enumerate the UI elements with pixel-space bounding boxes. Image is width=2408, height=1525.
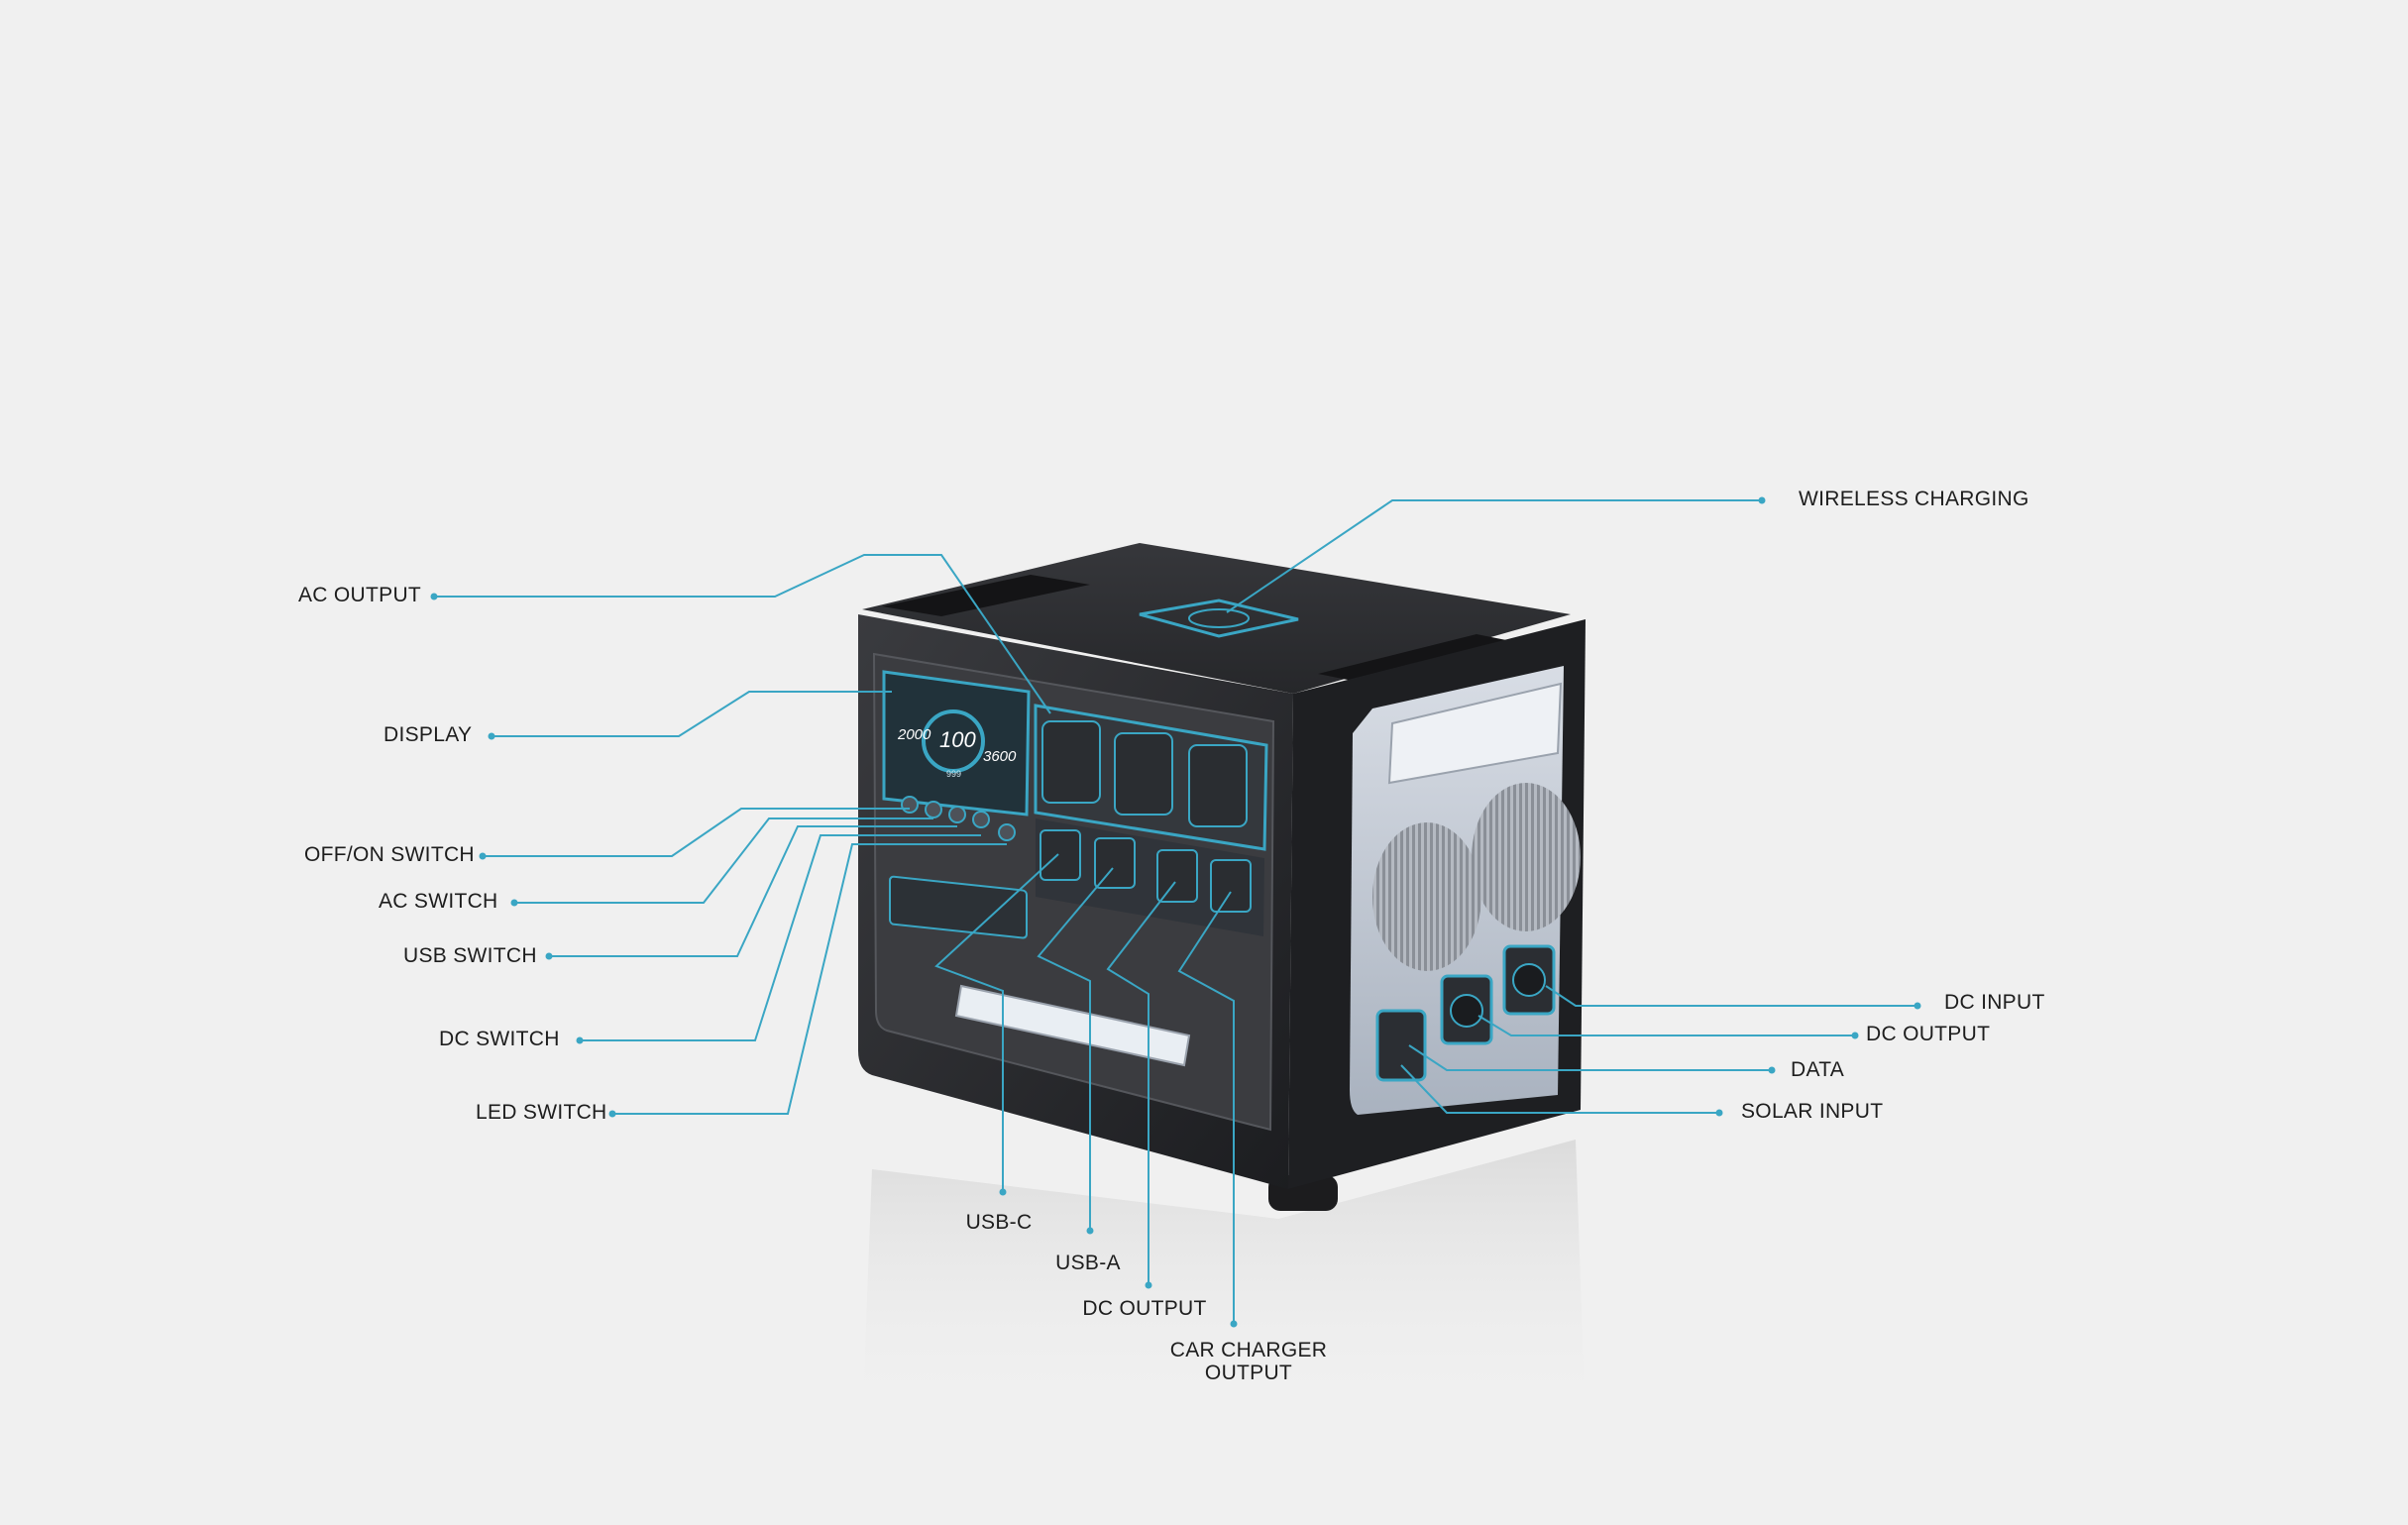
callout-dots	[430, 496, 1921, 1328]
label-ac-output: AC OUTPUT	[298, 584, 422, 606]
usb-switch[interactable]	[948, 806, 966, 823]
label-ac-switch: AC SWITCH	[379, 890, 498, 913]
car-charger-port	[1210, 859, 1252, 913]
power-station-device: 2000 100 3600 999	[858, 543, 1586, 1211]
label-dc-output-side: DC OUTPUT	[1866, 1023, 1991, 1045]
ac-outlet	[1188, 744, 1248, 827]
dc-switch[interactable]	[972, 811, 990, 828]
display-left-value: 2000	[897, 726, 931, 743]
switch-panel	[889, 875, 1028, 939]
callout-dot	[999, 1188, 1007, 1196]
port-ring	[1512, 963, 1546, 997]
port-row	[1036, 818, 1264, 936]
callout-dot	[576, 1036, 584, 1044]
leader-car-charger	[1177, 891, 1235, 1324]
label-offon-switch: OFF/ON SWITCH	[304, 843, 475, 866]
callout-dot	[510, 899, 518, 907]
side-fan-left	[1372, 822, 1481, 971]
callout-dot	[1715, 1109, 1723, 1117]
callout-dot	[1914, 1002, 1921, 1010]
display-right-value: 3600	[983, 748, 1017, 765]
handle-slot	[882, 575, 1090, 616]
leader-data	[1408, 1044, 1772, 1071]
leader-usb-a	[1037, 867, 1114, 1231]
led-switch[interactable]	[998, 823, 1016, 841]
side-handle	[1387, 682, 1563, 785]
label-wireless-charging: WIRELESS CHARGING	[1799, 488, 2029, 510]
lcd-display	[882, 670, 1031, 817]
callout-dot	[1768, 1066, 1776, 1074]
label-car-charger-line2: OUTPUT	[1204, 1362, 1293, 1384]
label-dc-output-front: DC OUTPUT	[1082, 1297, 1207, 1320]
display-ring	[922, 709, 985, 773]
floor-reflection	[862, 1140, 1586, 1427]
callout-dot	[1145, 1281, 1152, 1289]
label-car-charger-line1: CAR CHARGER	[1169, 1339, 1328, 1362]
leader-usb-c	[934, 853, 1059, 1192]
leader-offon-switch	[483, 808, 910, 857]
label-usb-a: USB-A	[1055, 1252, 1121, 1274]
led-light-bar	[954, 984, 1191, 1067]
ac-outlet	[1114, 732, 1173, 816]
dc-output-port	[1156, 849, 1198, 903]
leader-dc-output-front	[1106, 881, 1176, 1285]
callout-dot	[430, 593, 438, 600]
callout-dot	[1230, 1320, 1238, 1328]
usb-a-port	[1094, 837, 1136, 889]
callout-dot	[1758, 496, 1766, 504]
leader-wireless-charging	[1226, 499, 1762, 613]
callout-dot	[1851, 1032, 1859, 1039]
label-dc-input: DC INPUT	[1944, 991, 2045, 1014]
leader-display	[492, 691, 892, 737]
leader-ac-output	[434, 554, 1051, 714]
leader-led-switch	[612, 843, 1007, 1115]
label-dc-switch: DC SWITCH	[439, 1028, 560, 1050]
leader-dc-output-side	[1478, 1015, 1855, 1036]
callout-dot	[608, 1110, 616, 1118]
callout-dot	[488, 732, 495, 740]
leader-solar-input	[1400, 1064, 1719, 1114]
usb-c-port	[1040, 829, 1081, 881]
wireless-charging-pad	[1139, 599, 1299, 638]
label-data: DATA	[1791, 1058, 1845, 1081]
ac-outlet	[1041, 720, 1101, 804]
leader-ac-switch	[514, 817, 933, 904]
label-led-switch: LED SWITCH	[476, 1101, 607, 1124]
label-usb-c: USB-C	[965, 1211, 1033, 1234]
callout-dot	[479, 852, 487, 860]
label-usb-switch: USB SWITCH	[403, 944, 537, 967]
leader-dc-switch	[580, 834, 981, 1041]
callout-lines	[434, 499, 1917, 1324]
callout-dot	[545, 952, 553, 960]
label-solar-input: SOLAR INPUT	[1741, 1100, 1884, 1123]
leader-dc-input	[1545, 985, 1917, 1007]
display-center-value: 100	[939, 727, 976, 752]
handle-slot	[1318, 634, 1526, 684]
ac-switch[interactable]	[925, 801, 942, 818]
display-bottom-value: 999	[946, 769, 961, 779]
leader-usb-switch	[549, 825, 957, 957]
callout-dot	[1086, 1227, 1094, 1235]
label-display: DISPLAY	[383, 723, 473, 746]
wireless-charging-ring	[1188, 608, 1250, 628]
data-and-solar-ports	[1375, 1009, 1427, 1082]
port-ring	[1450, 994, 1483, 1028]
side-fan-right	[1472, 783, 1581, 931]
offon-switch[interactable]	[901, 796, 919, 814]
